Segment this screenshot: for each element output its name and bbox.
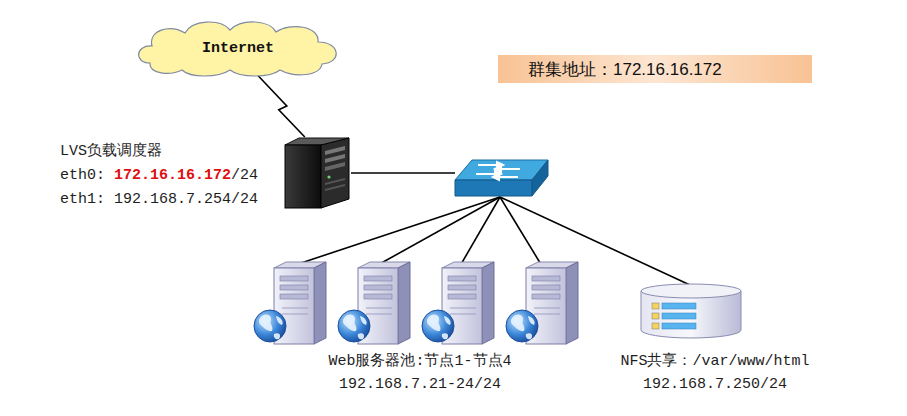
node-label: eth1: 192.168.7.254/24 (60, 191, 258, 208)
caption-block: Web服务器池:节点1-节点4 192.168.7.21-24/24 (328, 350, 511, 396)
caption-block: LVS负载调度器 eth0: 172.16.16.172/24 eth1: 192.1… (60, 140, 258, 212)
node-label: 群集地址：172.16.16.172 (528, 58, 722, 81)
node-label: NFS共享：/var/www/html (620, 353, 809, 370)
cable (376, 197, 500, 266)
cluster-band: 群集地址：172.16.16.172 (498, 55, 812, 83)
text-line: eth0: 172.16.16.172/24 (60, 164, 258, 188)
text-area: Internet (130, 18, 346, 78)
switch-icon (455, 160, 548, 196)
nfs-storage: NFS共享：/var/www/html192.168.7.250/24 (640, 283, 742, 339)
text-line: 192.168.7.21-24/24 (328, 373, 511, 396)
node-label: 172.16.16.172 (114, 167, 231, 184)
node-label: Web服务器池:节点1-节点4 (328, 353, 511, 370)
server-icon (285, 137, 351, 209)
connector (257, 75, 304, 137)
node-label: 192.168.7.250/24 (643, 376, 787, 393)
cloud: Internet (130, 18, 346, 78)
lvs-server: LVS负载调度器eth0:172.16.16.172/24eth1: 192.1… (285, 137, 351, 209)
cable (351, 172, 455, 174)
node-label: LVS负载调度器 (60, 143, 162, 160)
text-line: 192.168.7.250/24 (620, 373, 809, 396)
text-line: eth1: 192.168.7.254/24 (60, 188, 258, 212)
node-label: eth0: (60, 167, 105, 184)
text-line: LVS负载调度器 (60, 140, 258, 164)
caption-block: NFS共享：/var/www/html 192.168.7.250/24 (620, 350, 809, 396)
text-line: Web服务器池:节点1-节点4 (328, 350, 511, 373)
node-label: 192.168.7.21-24/24 (339, 376, 501, 393)
storage-cylinder (640, 283, 742, 339)
node-label: /24 (231, 167, 258, 184)
text-line: NFS共享：/var/www/html (620, 350, 809, 373)
text-area: 群集地址：172.16.16.172 (498, 55, 812, 83)
node-label: Internet (202, 40, 274, 57)
web-server-icons (252, 262, 584, 348)
web-server-pool: Web服务器池:节点1-节点4192.168.7.21-24/24 (252, 262, 584, 348)
cable (460, 197, 500, 266)
